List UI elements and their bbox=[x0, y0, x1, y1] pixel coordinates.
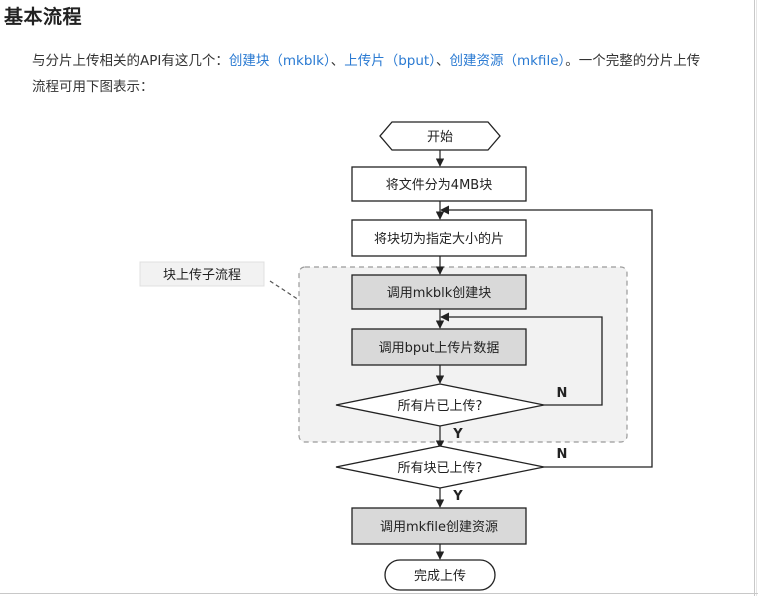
intro-prefix: 与分片上传相关的API有这几个： bbox=[32, 53, 229, 69]
step-mkblk-label: 调用mkblk创建块 bbox=[387, 286, 492, 301]
blocks-no-label: N bbox=[557, 447, 568, 462]
end-label: 完成上传 bbox=[414, 569, 466, 584]
step-mkfile bbox=[351, 507, 527, 545]
step-split-file-label: 将文件分为4MB块 bbox=[386, 178, 492, 193]
edge-blocks-no-loop bbox=[440, 205, 653, 468]
intro-paragraph: 与分片上传相关的API有这几个：创建块（mkblk）、上传片（bput）、创建资… bbox=[32, 48, 754, 100]
frame-border-right bbox=[754, 0, 755, 596]
intro-line-2: 流程可用下图表示： bbox=[32, 79, 154, 95]
link-mkblk[interactable]: 创建块（mkblk） bbox=[228, 53, 331, 69]
step-cut-block bbox=[351, 219, 527, 257]
chunks-no-label: N bbox=[557, 386, 568, 401]
link-bput[interactable]: 上传片（bput） bbox=[344, 53, 436, 69]
step-bput bbox=[351, 328, 527, 366]
blocks-yes-label: Y bbox=[452, 489, 463, 504]
intro-separator: 、 bbox=[435, 53, 450, 69]
step-split-file bbox=[351, 166, 527, 202]
edge-chunks-no-loop bbox=[440, 312, 603, 406]
section-heading: 基本流程 bbox=[4, 6, 83, 28]
start-terminal bbox=[379, 121, 501, 151]
link-mkfile[interactable]: 创建资源（mkfile） bbox=[449, 53, 566, 69]
subflow-label-box bbox=[139, 261, 265, 287]
decision-blocks-label: 所有块已上传? bbox=[398, 461, 483, 476]
decision-chunks-label: 所有片已上传? bbox=[398, 399, 483, 414]
intro-line-1: 与分片上传相关的API有这几个：创建块（mkblk）、上传片（bput）、创建资… bbox=[32, 48, 754, 74]
frame-border-bottom bbox=[0, 593, 758, 594]
step-mkfile-label: 调用mkfile创建资源 bbox=[380, 520, 498, 535]
subflow-label: 块上传子流程 bbox=[163, 268, 241, 283]
chunks-yes-label: Y bbox=[452, 427, 463, 442]
step-cut-block-label: 将块切为指定大小的片 bbox=[374, 231, 504, 247]
subflow-label-leader bbox=[269, 280, 300, 301]
step-bput-label: 调用bput上传片数据 bbox=[379, 341, 500, 356]
step-mkblk bbox=[351, 274, 527, 310]
intro-suffix: 。一个完整的分片上传 bbox=[565, 53, 701, 69]
start-label: 开始 bbox=[427, 130, 453, 145]
intro-separator: 、 bbox=[330, 53, 345, 69]
end-terminal bbox=[384, 559, 496, 591]
frame-border-right-outer bbox=[756, 0, 757, 596]
